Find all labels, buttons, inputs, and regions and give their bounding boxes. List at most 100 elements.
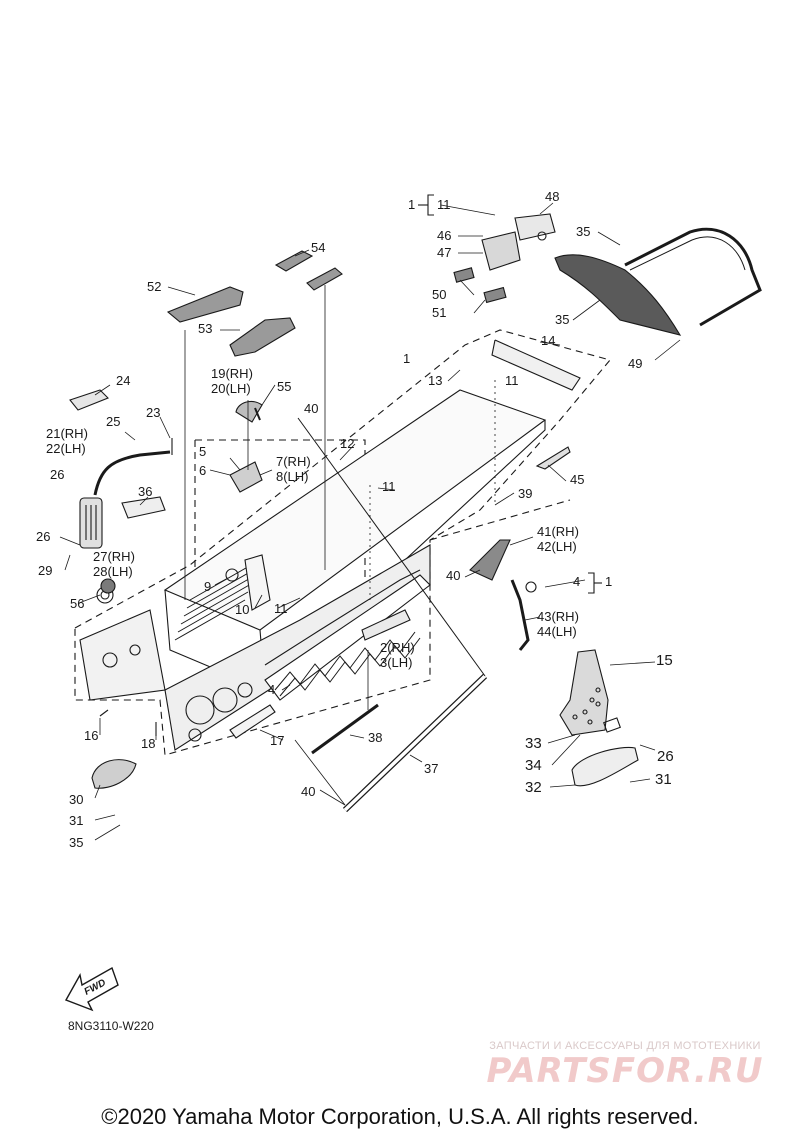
label-part-1-frame: 1 bbox=[403, 351, 411, 366]
label-part-5: 5 bbox=[199, 444, 207, 459]
label-part-11-center: 11 bbox=[382, 479, 396, 494]
rod-37-inner bbox=[343, 674, 487, 812]
part-45-flap bbox=[535, 446, 571, 470]
leader-lines bbox=[59, 202, 681, 841]
label-part-4-right: 4 bbox=[573, 574, 581, 589]
label-part-33: 33 bbox=[525, 735, 542, 752]
truss-panel bbox=[264, 574, 431, 701]
label-part-51: 51 bbox=[432, 305, 447, 320]
label-part-40-bottom: 40 bbox=[301, 784, 316, 799]
label-part-35-top: 35 bbox=[576, 224, 591, 239]
label-part-11-frame: 11 bbox=[505, 373, 519, 388]
part-10-strap bbox=[244, 554, 271, 611]
fwd-arrow-icon bbox=[64, 966, 119, 1012]
rear-flap-49 bbox=[554, 227, 762, 336]
label-part-46: 46 bbox=[437, 228, 452, 243]
part-26-grille bbox=[79, 497, 103, 549]
label-part-53: 53 bbox=[198, 321, 213, 336]
part-9-bolt bbox=[225, 568, 239, 582]
label-part-21-22: 21(RH) 22(LH) bbox=[46, 426, 88, 456]
label-part-54: 54 bbox=[311, 240, 326, 255]
label-part-44-lh: 44(LH) bbox=[537, 624, 577, 639]
label-part-18: 18 bbox=[141, 736, 156, 751]
label-part-36: 36 bbox=[138, 484, 153, 499]
label-part-26-left: 26 bbox=[50, 467, 65, 482]
part-2-3-plate bbox=[361, 609, 411, 641]
rod-38 bbox=[311, 703, 379, 755]
label-part-27-28: 27(RH) 28(LH) bbox=[93, 549, 135, 579]
label-part-10: 10 bbox=[235, 602, 250, 617]
rod-40-top bbox=[297, 417, 486, 677]
label-part-28-lh: 28(LH) bbox=[93, 564, 133, 579]
watermark: ЗАПЧАСТИ И АКСЕССУАРЫ ДЛЯ МОТОТЕХНИКИ PA… bbox=[470, 1040, 780, 1090]
part-55-clip bbox=[254, 407, 261, 421]
label-part-34: 34 bbox=[525, 757, 542, 774]
label-part-40-top: 40 bbox=[304, 401, 319, 416]
label-part-31-right: 31 bbox=[655, 771, 672, 788]
part-16-screw bbox=[99, 709, 109, 717]
label-part-55: 55 bbox=[277, 379, 292, 394]
label-part-41-rh: 41(RH) bbox=[537, 524, 579, 539]
bracket-right bbox=[588, 572, 595, 594]
label-part-14: 14 bbox=[541, 333, 556, 348]
front-frame-bracket bbox=[79, 586, 166, 701]
label-part-31-left: 31 bbox=[69, 813, 84, 828]
part-7-8-bracket bbox=[229, 461, 263, 493]
label-part-24: 24 bbox=[116, 373, 131, 388]
label-part-22-lh: 22(LH) bbox=[46, 441, 86, 456]
label-part-52: 52 bbox=[147, 279, 162, 294]
label-part-50: 50 bbox=[432, 287, 447, 302]
label-part-19-20: 19(RH) 20(LH) bbox=[211, 366, 253, 396]
label-part-12: 12 bbox=[340, 436, 355, 451]
label-part-17: 17 bbox=[270, 733, 285, 748]
label-part-3-lh: 3(LH) bbox=[380, 655, 413, 670]
label-part-7-8: 7(RH) 8(LH) bbox=[276, 454, 311, 484]
label-part-13: 13 bbox=[428, 373, 443, 388]
label-part-19-rh: 19(RH) bbox=[211, 366, 253, 381]
label-part-49: 49 bbox=[628, 356, 643, 371]
label-part-16: 16 bbox=[84, 728, 99, 743]
label-part-32: 32 bbox=[525, 779, 542, 796]
label-part-45: 45 bbox=[570, 472, 585, 487]
bracket-top bbox=[427, 194, 434, 216]
label-part-29: 29 bbox=[38, 563, 53, 578]
label-part-40-mid: 40 bbox=[446, 568, 461, 583]
label-part-30: 30 bbox=[69, 792, 84, 807]
label-part-9: 9 bbox=[204, 579, 212, 594]
label-part-25: 25 bbox=[106, 414, 121, 429]
label-part-38: 38 bbox=[368, 730, 383, 745]
label-part-56: 56 bbox=[70, 596, 85, 611]
watermark-brand-logo: PARTSFOR.RU bbox=[486, 1051, 764, 1091]
part-24-pad bbox=[69, 389, 109, 411]
part-50-pad bbox=[453, 267, 475, 283]
part-43-44-arm bbox=[510, 579, 530, 651]
label-part-47: 47 bbox=[437, 245, 452, 260]
label-part-26-right: 26 bbox=[657, 748, 674, 765]
footrest-assembly bbox=[559, 649, 639, 787]
part-21-22-handle bbox=[93, 450, 171, 496]
label-part-37: 37 bbox=[424, 761, 439, 776]
label-part-41-42: 41(RH) 42(LH) bbox=[537, 524, 579, 554]
part-14-rail bbox=[491, 339, 581, 391]
label-part-35-mid: 35 bbox=[555, 312, 570, 327]
label-part-21-rh: 21(RH) bbox=[46, 426, 88, 441]
part-56-ring bbox=[100, 578, 116, 594]
label-part-35-bottom: 35 bbox=[69, 835, 84, 850]
watermark-tagline: ЗАПЧАСТИ И АКСЕССУАРЫ ДЛЯ МОТОТЕХНИКИ bbox=[489, 1040, 761, 1052]
label-part-7-rh: 7(RH) bbox=[276, 454, 311, 469]
label-part-43-44: 43(RH) 44(LH) bbox=[537, 609, 579, 639]
part-4-nut bbox=[525, 581, 537, 593]
label-part-1-top: 1 bbox=[408, 197, 416, 212]
label-part-15: 15 bbox=[656, 652, 673, 669]
label-part-43-rh: 43(RH) bbox=[537, 609, 579, 624]
copyright-notice: ©2020 Yamaha Motor Corporation, U.S.A. A… bbox=[101, 1104, 699, 1129]
part-36-sticker bbox=[121, 496, 166, 519]
part-19-20-cap bbox=[235, 400, 263, 423]
label-part-11-top: 11 bbox=[437, 197, 451, 212]
label-part-11-lower: 11 bbox=[274, 601, 288, 616]
label-part-8-lh: 8(LH) bbox=[276, 469, 309, 484]
label-part-6: 6 bbox=[199, 463, 207, 478]
label-part-2-rh: 2(RH) bbox=[380, 640, 415, 655]
label-part-26-lower: 26 bbox=[36, 529, 51, 544]
